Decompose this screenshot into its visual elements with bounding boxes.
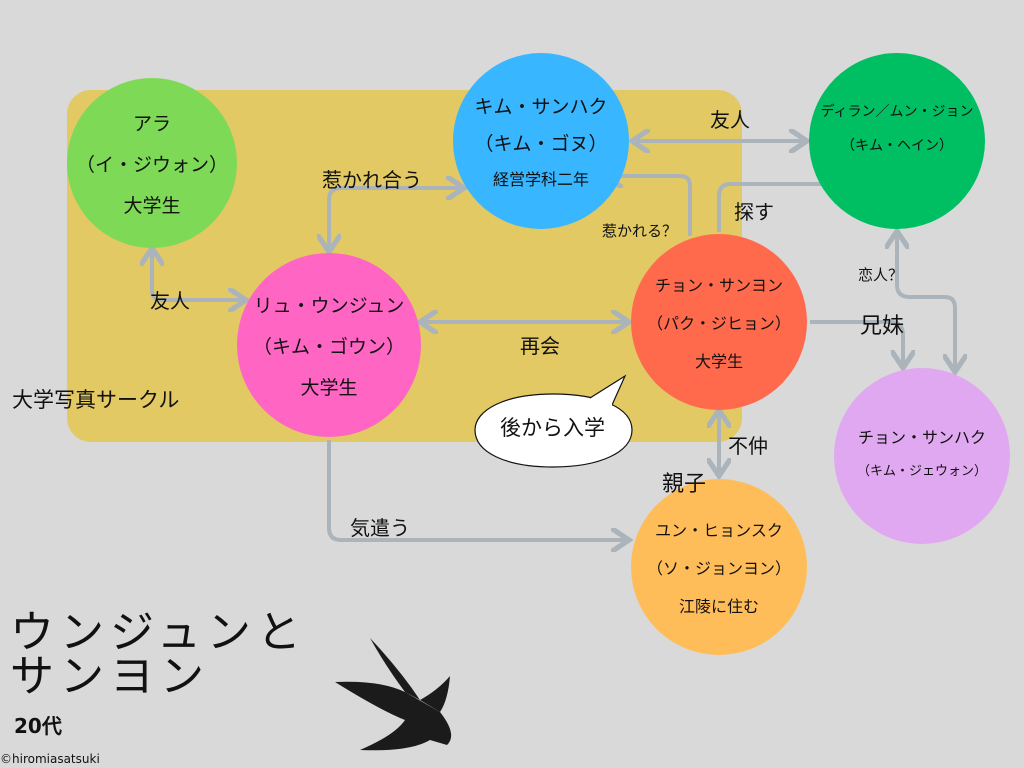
char-name: アラ [132,112,171,135]
char-name: ディラン／ムン・ジョン [820,104,974,120]
title-line1: ウンジュンと [10,607,307,658]
char-name: チョン・サンハク [857,427,986,447]
arrow-ryu-yun [327,440,627,540]
arrow-ara-ryu [152,250,244,300]
char-note: 経営学科二年 [492,170,589,189]
char-actor: （パク・ジヒョン） [647,314,791,333]
group-label: 大学写真サークル [12,388,180,412]
relation-chon-yun-2: 親子 [662,472,707,497]
relation-ryu-yun: 気遣う [350,516,410,540]
character-kim-sanhak[interactable]: キム・サンハク （キム・ゴヌ） 経営学科二年 [453,53,629,229]
character-yun[interactable]: ユン・ヒョンスク （ソ・ジョンヨン） 江陵に住む [631,479,807,655]
char-note: 大学生 [300,376,358,399]
relation-chon-kim: 惹かれる？ [602,222,678,240]
relation-ara-ryu: 友人 [150,289,190,313]
char-actor: （イ・ジウォン） [75,153,228,176]
char-actor: （キム・ゴウン） [252,335,405,358]
relation-chon-yun-1: 不仲 [728,434,768,458]
char-note: 江陵に住む [678,597,759,616]
speech-bubble [474,393,633,468]
char-actor: （キム・ヘイン） [841,138,953,154]
arrow-chon-sanhak [810,320,903,366]
arrow-chon-kim [607,176,692,236]
relation-ryu-chon: 再会 [520,334,560,358]
character-ara[interactable]: アラ （イ・ジウォン） 大学生 [67,78,237,248]
char-name: ユン・ヒョンスク [655,521,783,540]
bubble-text: 後から入学 [500,416,605,440]
char-actor: （ソ・ジョンヨン） [646,559,791,578]
char-name: チョン・サンヨン [654,276,783,295]
character-ryu[interactable]: リュ・ウンジュン （キム・ゴウン） 大学生 [237,253,421,437]
swallow-icon [335,638,452,751]
relation-kim-dylan: 友人 [710,108,750,132]
title-line2: サンヨン [10,651,210,702]
char-name: キム・サンハク [474,96,608,118]
relation-ryu-kim: 惹かれ合う [322,168,422,192]
relation-chon-sanhak: 兄妹 [860,314,905,339]
char-actor: （キム・ジェウォン） [856,463,987,479]
char-actor: （キム・ゴヌ） [474,133,608,155]
arrow-chon-dylan [717,184,845,232]
title-sub: 20代 [14,714,62,738]
relation-chon-dylan: 探す [734,200,774,224]
character-chon-sanyon[interactable]: チョン・サンヨン （パク・ジヒョン） 大学生 [631,234,807,410]
char-note: 大学生 [123,194,181,217]
relation-dylan-sanhak: 恋人？ [858,266,904,284]
arrow-ryu-kim [329,188,462,250]
character-chon-sanhak[interactable]: チョン・サンハク （キム・ジェウォン） [834,368,1010,544]
character-dylan[interactable]: ディラン／ムン・ジョン （キム・ヘイン） [809,53,985,229]
credit: ©hiromiasatsuki [0,752,100,766]
arrow-dylan-sanhak [897,233,955,370]
char-note: 大学生 [694,352,743,371]
char-name: リュ・ウンジュン [253,294,405,317]
